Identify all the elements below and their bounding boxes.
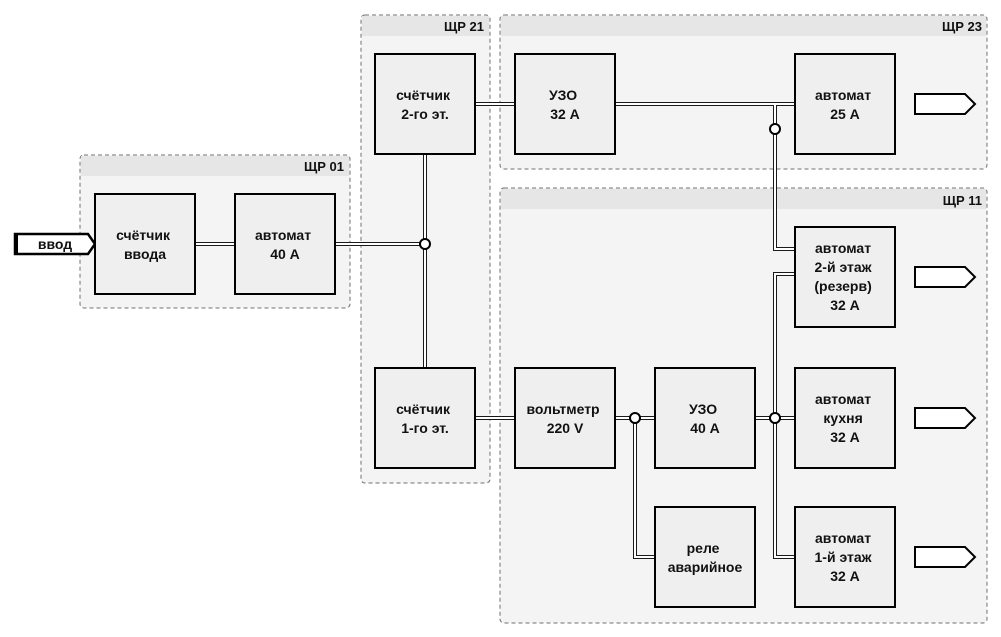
- device-label-line: 25 A: [830, 106, 860, 122]
- output-connector: [914, 266, 977, 288]
- output-connector: [914, 407, 977, 429]
- device-label-line: счётчик: [116, 227, 171, 243]
- device-rcd-40: УЗО 40 A: [654, 367, 756, 469]
- svg-text:УЗО 40 A: УЗО 40 A: [689, 401, 721, 436]
- device-label-line: 2-го эт.: [401, 106, 449, 122]
- device-label-line: вольтметр: [526, 401, 599, 417]
- junction-node: [629, 412, 641, 424]
- junction-node: [769, 412, 781, 424]
- device-breaker-floor1: автомат 1-й этаж 32 A: [794, 506, 896, 608]
- device-label-line: 1-й этаж: [815, 549, 873, 565]
- svg-text:вольтметр 220 V: вольтметр 220 V: [526, 401, 603, 436]
- device-breaker-floor2: автомат 2-й этаж (резерв) 32 A: [794, 226, 896, 328]
- svg-text:автомат 2-й этаж: автомат 2-й этаж (резерв) 32 A: [814, 240, 875, 313]
- svg-text:счётчик ввода: счётчик ввода: [116, 227, 174, 262]
- device-breaker-40: автомат 40 A: [234, 193, 336, 295]
- device-label-line: реле: [687, 540, 720, 556]
- svg-text:реле аварийное: реле аварийное: [668, 540, 743, 575]
- device-label-line: 32 A: [830, 429, 860, 445]
- devices: счётчик ввода автомат 40 A счётчик 2-го …: [94, 53, 896, 608]
- device-label-line: 32 A: [830, 568, 860, 584]
- device-breaker-kitchen: автомат кухня 32 A: [794, 367, 896, 469]
- device-label-line: 40 A: [270, 246, 300, 262]
- device-label-line: автомат: [815, 391, 871, 407]
- device-label-line: автомат: [815, 240, 871, 256]
- device-label-line: 1-го эт.: [401, 420, 449, 436]
- device-meter-floor1: счётчик 1-го эт.: [374, 367, 476, 469]
- device-label-line: 32 A: [550, 106, 580, 122]
- svg-text:автомат 1-й этаж: автомат 1-й этаж 32 A: [815, 530, 876, 584]
- input-connector: ввод: [13, 232, 97, 256]
- device-rcd-32: УЗО 32 A: [514, 53, 616, 155]
- svg-text:автомат 40 A: автомат 40 A: [255, 227, 315, 262]
- panel-shr21-title: ЩР 21: [444, 19, 484, 34]
- device-label-line: (резерв): [814, 278, 871, 294]
- junction-node: [769, 123, 781, 135]
- device-label-line: автомат: [815, 87, 871, 103]
- device-label-line: счётчик: [396, 87, 451, 103]
- device-relay: реле аварийное: [654, 506, 756, 608]
- device-label-line: УЗО: [549, 87, 577, 103]
- input-label: ввод: [38, 236, 72, 252]
- device-label-line: счётчик: [396, 401, 451, 417]
- junction-nodes: [419, 123, 781, 424]
- junction-node: [419, 238, 431, 250]
- output-connector: [914, 93, 977, 115]
- device-label-line: ввода: [124, 246, 166, 262]
- svg-text:счётчик 2-го эт.: счётчик 2-го эт.: [396, 87, 454, 122]
- device-label-line: 32 A: [830, 297, 860, 313]
- panel-shr23-title: ЩР 23: [942, 19, 982, 34]
- svg-text:автомат 25 A: автомат 25 A: [815, 87, 875, 122]
- device-label-line: УЗО: [689, 401, 717, 417]
- device-breaker-25: автомат 25 A: [794, 53, 896, 155]
- output-connector: [914, 546, 977, 568]
- device-meter-floor2: счётчик 2-го эт.: [374, 53, 476, 155]
- device-voltmeter: вольтметр 220 V: [514, 367, 616, 469]
- device-meter-input: счётчик ввода: [94, 193, 196, 295]
- device-label-line: автомат: [815, 530, 871, 546]
- device-label-line: автомат: [255, 227, 311, 243]
- device-label-line: кухня: [823, 410, 862, 426]
- device-label-line: 220 V: [547, 420, 584, 436]
- device-label-line: 2-й этаж: [815, 259, 873, 275]
- panel-shr11-title: ЩР 11: [943, 193, 982, 208]
- output-connectors: [914, 93, 977, 568]
- svg-text:УЗО 32 A: УЗО 32 A: [549, 87, 581, 122]
- svg-text:счётчик 1-го эт.: счётчик 1-го эт.: [396, 401, 454, 436]
- svg-text:автомат кухня: автомат кухня 32 A: [815, 391, 875, 445]
- device-label-line: 40 A: [690, 420, 720, 436]
- panel-shr01-title: ЩР 01: [304, 159, 344, 174]
- device-label-line: аварийное: [668, 559, 743, 575]
